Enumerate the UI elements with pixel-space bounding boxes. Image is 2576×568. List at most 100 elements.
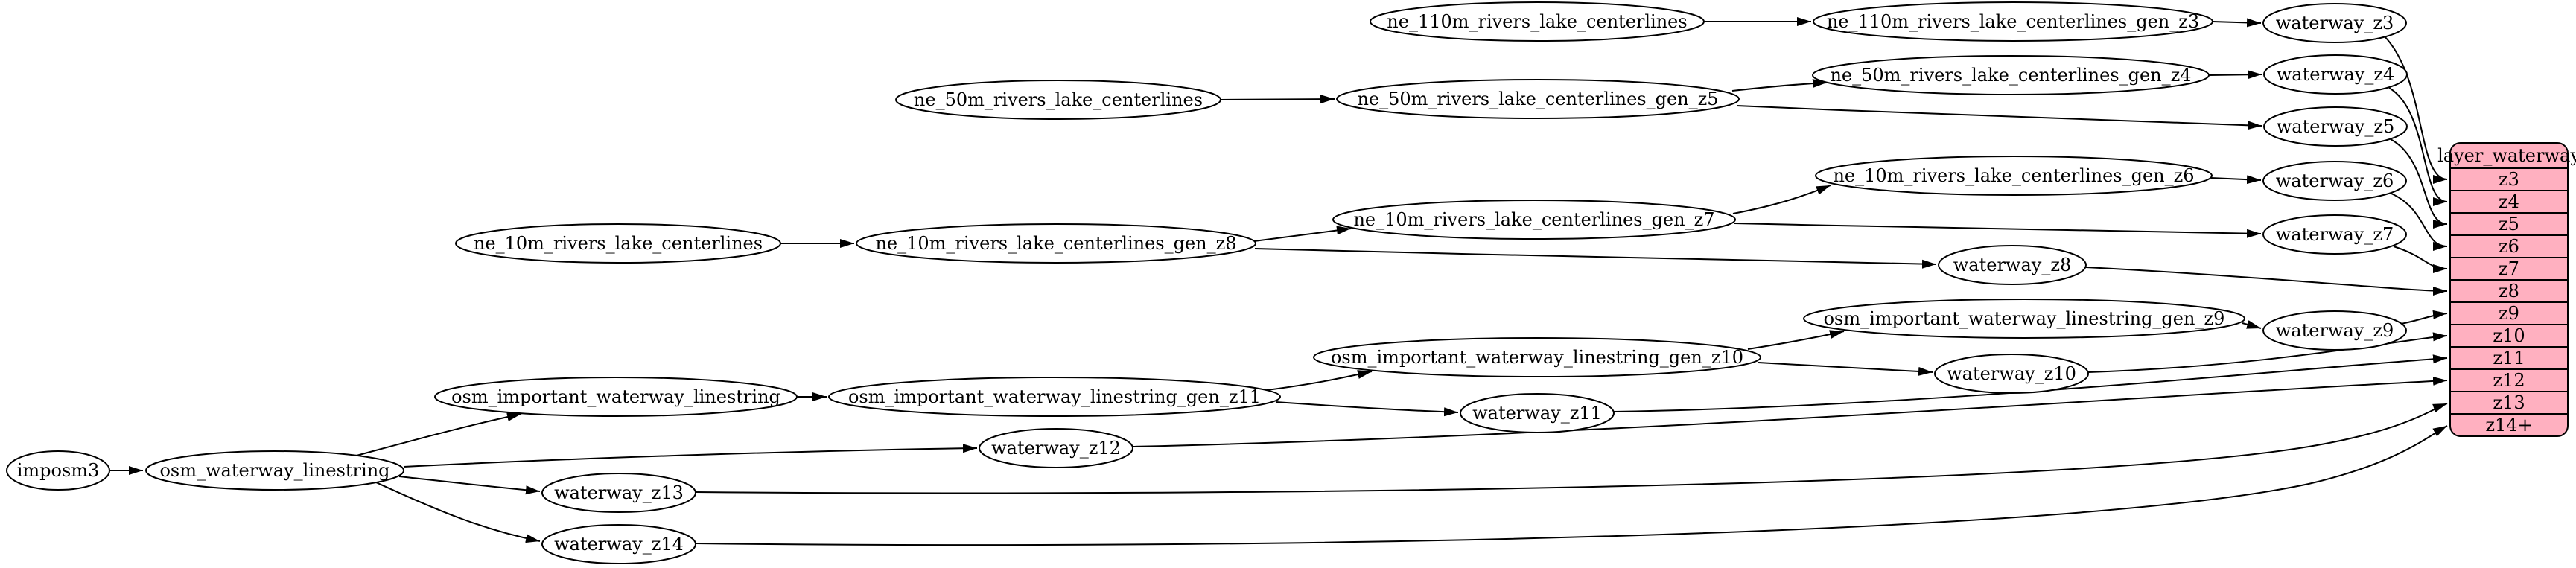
node-ne_110m_rivers_lake_centerlines: ne_110m_rivers_lake_centerlines [1370,1,1705,42]
node-shape [434,377,798,417]
edge-waterway_z12-record-z12 [1132,376,2448,447]
edge-gen_z5-waterway_z5 [1736,105,2262,130]
edge-gen_z10-waterway_z10 [1758,362,1933,376]
node-waterway_z14: waterway_z14 [541,524,696,564]
node-shape [541,524,696,564]
node-ne_110m_rivers_lake_centerlines_gen_z3: ne_110m_rivers_lake_centerlines_gen_z3 [1813,1,2213,42]
node-ne_10m_rivers_lake_centerlines_gen_z7: ne_10m_rivers_lake_centerlines_gen_z7 [1332,200,1736,240]
node-osm_important_waterway_linestring_gen_z11: osm_important_waterway_linestring_gen_z1… [828,377,1281,417]
node-label: osm_waterway_linestring [159,460,389,481]
node-waterway_z10: waterway_z10 [1934,354,2089,394]
node-ne_10m_rivers_lake_centerlines_gen_z6: ne_10m_rivers_lake_centerlines_gen_z6 [1815,156,2213,196]
record-row-z8: z8 [2499,281,2519,301]
node-osm_important_waterway_linestring_gen_z10: osm_important_waterway_linestring_gen_z1… [1313,337,1761,377]
node-shape [1938,245,2087,285]
node-waterway_z11: waterway_z11 [1460,393,1615,433]
node-osm_important_waterway_linestring: osm_important_waterway_linestring [434,377,798,417]
record-row-z14plus: z14+ [2485,415,2532,435]
node-shape [856,223,1256,264]
node-label: waterway_z10 [1947,363,2076,384]
node-shape [1460,393,1615,433]
record-row-z10: z10 [2493,325,2525,346]
edge-gen_z11-waterway_z11 [1275,401,1459,417]
edge-waterway_z5-record-z5 [2390,138,2448,229]
edge-gen_z8-waterway_z8 [1254,248,1937,269]
node-label: waterway_z9 [2276,320,2394,341]
edge-waterway_z14-record-z14 [695,425,2448,546]
node-shape [2262,310,2407,351]
node-shape [2262,214,2407,255]
edge-gen_z7-gen_z6 [1732,185,1831,214]
node-label: ne_10m_rivers_lake_centerlines_gen_z8 [875,233,1236,254]
edge-gen_z3-waterway_z3 [2212,18,2262,28]
node-waterway_z3: waterway_z3 [2262,3,2407,43]
edge-gen_z10-gen_z9 [1747,330,1845,350]
node-label: waterway_z6 [2276,170,2394,191]
node-waterway_z9: waterway_z9 [2262,310,2407,351]
edge-waterway_z8-record-z8 [2085,267,2448,296]
node-label: ne_50m_rivers_lake_centerlines_gen_z5 [1357,89,1718,109]
node-label: osm_important_waterway_linestring_gen_z1… [848,386,1261,407]
record-row-z3: z3 [2499,169,2519,190]
node-label: osm_important_waterway_linestring_gen_z9 [1824,308,2225,329]
edge-osm_waterway_linestring-osm_important_waterway_linestring [353,412,522,457]
node-ne_10m_rivers_lake_centerlines: ne_10m_rivers_lake_centerlines [455,223,781,264]
node-ne_50m_rivers_lake_centerlines: ne_50m_rivers_lake_centerlines [895,80,1221,120]
node-label: ne_10m_rivers_lake_centerlines_gen_z7 [1353,209,1714,230]
node-shape [1332,200,1736,240]
node-shape [541,473,696,513]
record-row-z7: z7 [2499,258,2519,279]
node-shape [1934,354,2089,394]
node-shape [6,450,110,491]
record-outline [2449,142,2569,437]
node-shape [979,428,1133,468]
edge-waterway_z3-record-z3 [2385,36,2448,184]
record-row-z6: z6 [2499,236,2519,257]
node-shape [1313,337,1761,377]
edge-osm_waterway_linestring-waterway_z13 [398,476,541,495]
edge-waterway_z11-record-z11 [1613,354,2448,412]
node-osm_important_waterway_linestring_gen_z9: osm_important_waterway_linestring_gen_z9 [1803,299,2245,339]
node-label: ne_50m_rivers_lake_centerlines [914,89,1203,110]
node-shape [455,223,781,264]
node-label: waterway_z4 [2277,64,2395,85]
node-waterway_z7: waterway_z7 [2262,214,2407,255]
node-shape [2263,54,2408,95]
edge-osm_waterway_linestring-waterway_z14 [375,482,541,543]
edge-gen_z5-gen_z4 [1731,79,1828,92]
layer-waterway-record: layer_waterway z3 z4 z5 z6 z7 z8 z9 z10 … [2437,142,2576,437]
node-shape [895,80,1221,120]
node-label: waterway_z14 [554,534,684,555]
edge-gen_z8-gen_z7 [1253,226,1352,242]
edge-waterway_z13-record-z13 [695,403,2448,494]
node-shape [828,377,1281,417]
edge-group [110,17,2448,546]
record-row-z12: z12 [2493,370,2525,391]
node-label: ne_50m_rivers_lake_centerlines_gen_z4 [1830,65,2191,86]
record-title: layer_waterway [2437,145,2576,166]
node-waterway_z12: waterway_z12 [979,428,1133,468]
node-label: waterway_z12 [991,438,1121,459]
node-waterway_z13: waterway_z13 [541,473,696,513]
node-label: waterway_z13 [554,482,684,503]
node-label: ne_110m_rivers_lake_centerlines_gen_z3 [1827,11,2199,32]
node-shape [2262,3,2407,43]
record-row-z4: z4 [2499,191,2519,212]
node-osm_waterway_linestring: osm_waterway_linestring [145,450,404,491]
record-row-z9: z9 [2499,303,2519,324]
edge-gen_z9-waterway_z9 [2242,320,2262,329]
edge-gen_z11-gen_z10 [1266,370,1373,391]
node-label: waterway_z5 [2277,116,2395,137]
edge-osm_waterway_linestring-waterway_z12 [403,444,978,468]
node-imposm3: imposm3 [6,450,110,491]
node-shape [1336,79,1740,119]
node-label: ne_10m_rivers_lake_centerlines_gen_z6 [1833,165,2194,186]
record-row-z13: z13 [2493,392,2525,413]
edge-gen_z4-waterway_z4 [2208,70,2262,80]
node-label: osm_important_waterway_linestring [451,386,780,407]
node-ne_10m_rivers_lake_centerlines_gen_z8: ne_10m_rivers_lake_centerlines_gen_z8 [856,223,1256,264]
node-label: ne_10m_rivers_lake_centerlines [474,233,763,254]
node-shape [1803,299,2245,339]
edge-waterway_z4-record-z4 [2388,87,2448,206]
